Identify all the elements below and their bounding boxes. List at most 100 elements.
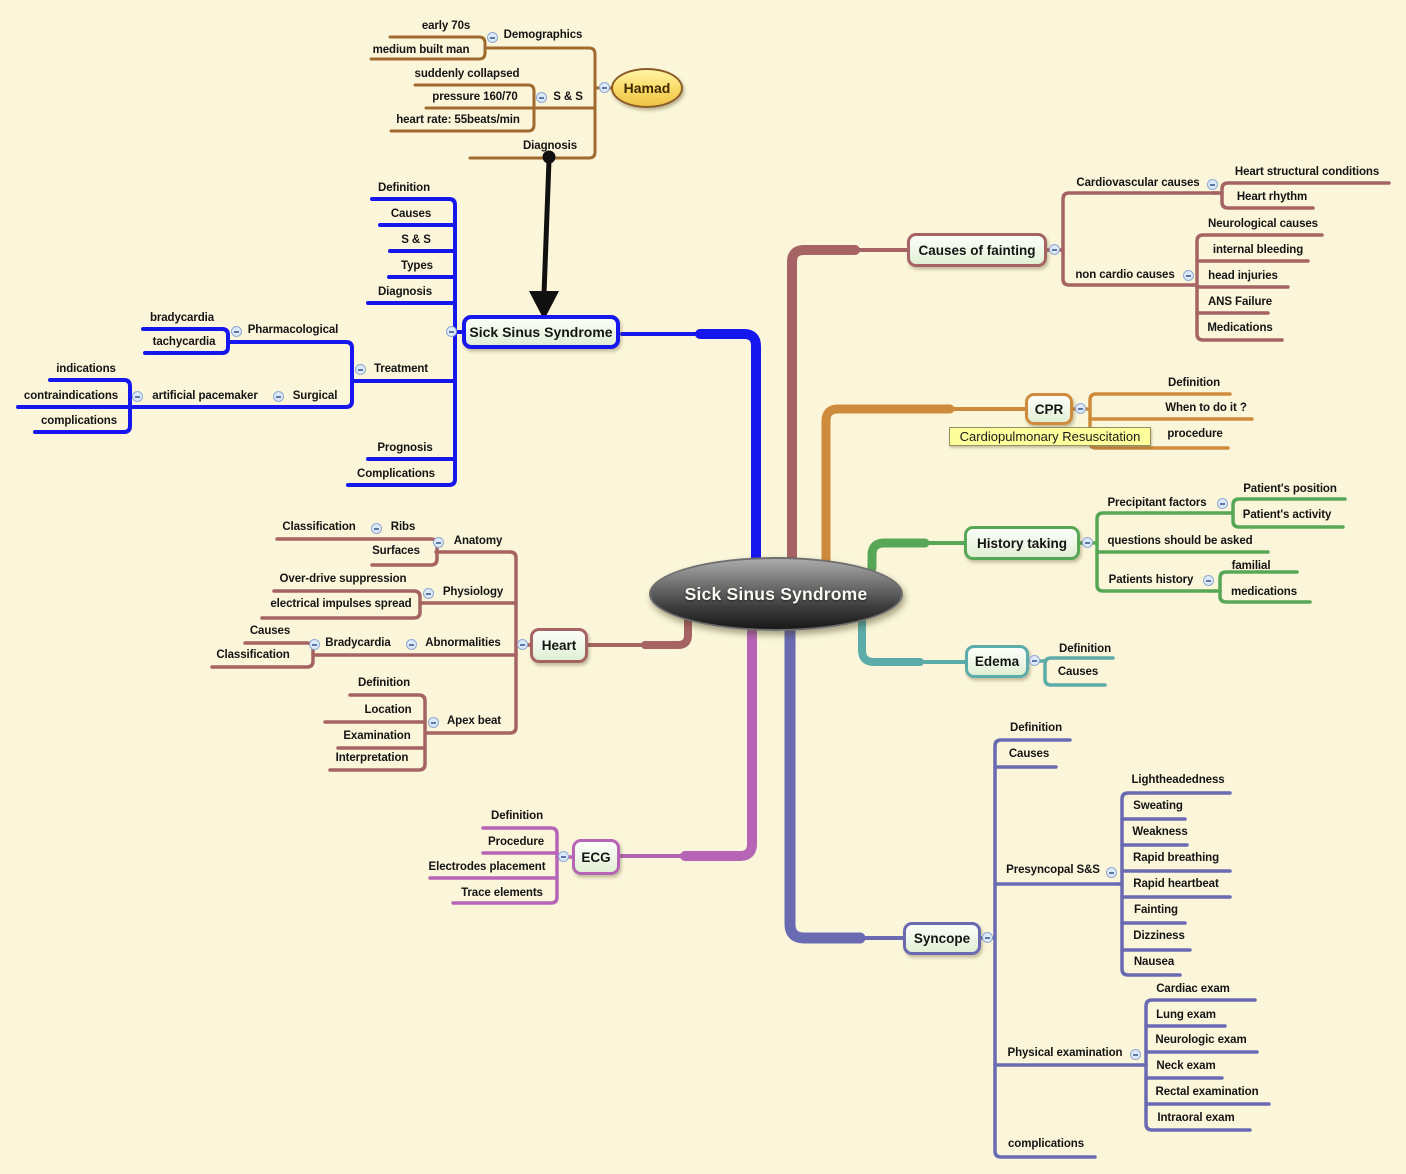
topic-head-injuries[interactable]: head injuries [1208,270,1278,282]
topic-ribs[interactable]: Ribs [390,521,416,533]
collapse-icon[interactable] [1183,270,1194,281]
topic-contraindications[interactable]: contraindications [23,390,119,402]
collapse-icon[interactable] [1075,403,1086,414]
topic-physical-examination[interactable]: Physical examination [1007,1047,1123,1059]
topic-patients-history[interactable]: Patients history [1108,574,1194,586]
central-topic[interactable]: Sick Sinus Syndrome [649,557,903,631]
topic-trace-elements[interactable]: Trace elements [461,887,543,899]
collapse-icon[interactable] [1217,498,1228,509]
topic-medications-fainting[interactable]: Medications [1207,322,1273,334]
topic-dizziness[interactable]: Dizziness [1133,930,1185,942]
topic-ans-failure[interactable]: ANS Failure [1207,296,1273,308]
topic-sss-types[interactable]: Types [401,260,433,272]
topic-artificial-pacemaker[interactable]: artificial pacemaker [152,390,258,402]
topic-ecg-procedure[interactable]: Procedure [488,836,544,848]
topic-sss-complications[interactable]: Complications [357,468,435,480]
topic-edema-causes[interactable]: Causes [1057,666,1099,678]
topic-lightheadedness[interactable]: Lightheadedness [1131,774,1225,786]
collapse-icon[interactable] [1203,575,1214,586]
topic-prognosis[interactable]: Prognosis [377,442,433,454]
collapse-icon[interactable] [446,326,457,337]
topic-electrodes-placement[interactable]: Electrodes placement [428,861,546,873]
topic-pressure[interactable]: pressure 160/70 [432,91,518,103]
collapse-icon[interactable] [371,523,382,534]
collapse-icon[interactable] [1082,537,1093,548]
collapse-icon[interactable] [273,391,284,402]
collapse-icon[interactable] [558,851,569,862]
topic-syncope-complications[interactable]: complications [1007,1138,1085,1150]
topic-heart-rate[interactable]: heart rate: 55beats/min [396,114,520,126]
collapse-icon[interactable] [309,639,320,650]
topic-pharmacological[interactable]: Pharmacological [247,324,339,336]
collapse-icon[interactable] [132,391,143,402]
topic-heart-rhythm[interactable]: Heart rhythm [1236,191,1308,203]
topic-sss-causes[interactable]: Causes [390,208,432,220]
topic-syncope-definition[interactable]: Definition [1009,722,1063,734]
topic-patients-position[interactable]: Patient's position [1243,483,1337,495]
topic-neurological-causes[interactable]: Neurological causes [1208,218,1318,230]
topic-sss-diagnosis[interactable]: Diagnosis [377,286,433,298]
topic-cpr[interactable]: CPR [1025,393,1073,425]
topic-apex-beat[interactable]: Apex beat [446,715,502,727]
topic-ecg-definition[interactable]: Definition [490,810,544,822]
topic-neurologic-exam[interactable]: Neurologic exam [1155,1034,1247,1046]
topic-heart[interactable]: Heart [530,628,588,663]
collapse-icon[interactable] [1130,1049,1141,1060]
topic-suddenly-collapsed[interactable]: suddenly collapsed [414,68,520,80]
topic-causes-of-fainting[interactable]: Causes of fainting [907,233,1047,267]
collapse-icon[interactable] [517,639,528,650]
topic-questions-asked[interactable]: questions should be asked [1107,535,1253,547]
collapse-icon[interactable] [428,717,439,728]
topic-hamad-diagnosis[interactable]: Diagnosis [522,140,578,152]
topic-intraoral-exam[interactable]: Intraoral exam [1157,1112,1235,1124]
topic-patients-activity[interactable]: Patient's activity [1242,509,1332,521]
topic-weakness[interactable]: Weakness [1132,826,1188,838]
topic-cpr-procedure[interactable]: procedure [1167,428,1223,440]
collapse-icon[interactable] [1106,867,1117,878]
topic-familial[interactable]: familial [1231,560,1271,572]
topic-apex-definition[interactable]: Definition [357,677,411,689]
collapse-icon[interactable] [982,932,993,943]
topic-cpr-definition[interactable]: Definition [1167,377,1221,389]
topic-anatomy[interactable]: Anatomy [453,535,503,547]
topic-medications-history[interactable]: medications [1230,586,1298,598]
topic-neck-exam[interactable]: Neck exam [1156,1060,1216,1072]
topic-overdrive-suppression[interactable]: Over-drive suppression [279,573,407,585]
topic-edema-definition[interactable]: Definition [1058,643,1112,655]
topic-sss-ss[interactable]: S & S [401,234,431,246]
collapse-icon[interactable] [487,32,498,43]
topic-lung-exam[interactable]: Lung exam [1156,1009,1216,1021]
topic-electrical-impulses[interactable]: electrical impulses spread [270,598,412,610]
topic-rectal-examination[interactable]: Rectal examination [1155,1086,1259,1098]
topic-early-70s[interactable]: early 70s [421,20,471,32]
collapse-icon[interactable] [599,82,610,93]
collapse-icon[interactable] [231,326,242,337]
topic-bradycardia[interactable]: Bradycardia [325,637,391,649]
collapse-icon[interactable] [355,364,366,375]
topic-bradycardia-rx[interactable]: bradycardia [149,312,215,324]
topic-hamad[interactable]: Hamad [611,68,683,108]
collapse-icon[interactable] [433,537,444,548]
topic-hamad-ss[interactable]: S & S [553,91,583,103]
topic-pacemaker-complications[interactable]: complications [40,415,118,427]
topic-cardiac-exam[interactable]: Cardiac exam [1156,983,1230,995]
topic-physiology[interactable]: Physiology [442,586,504,598]
topic-sick-sinus-syndrome[interactable]: Sick Sinus Syndrome [462,315,620,349]
topic-apex-interpretation[interactable]: Interpretation [335,752,409,764]
collapse-icon[interactable] [423,588,434,599]
topic-apex-examination[interactable]: Examination [343,730,411,742]
collapse-icon[interactable] [1049,244,1060,255]
topic-bradycardia-causes[interactable]: Causes [249,625,291,637]
topic-indications[interactable]: indications [56,363,116,375]
topic-tachycardia-rx[interactable]: tachycardia [152,336,216,348]
topic-surfaces[interactable]: Surfaces [372,545,420,557]
topic-syncope[interactable]: Syncope [903,922,981,955]
topic-apex-location[interactable]: Location [364,704,412,716]
topic-nausea[interactable]: Nausea [1133,956,1175,968]
collapse-icon[interactable] [406,639,417,650]
topic-syncope-causes[interactable]: Causes [1008,748,1050,760]
collapse-icon[interactable] [1207,179,1218,190]
topic-heart-structural[interactable]: Heart structural conditions [1234,166,1380,178]
topic-internal-bleeding[interactable]: internal bleeding [1212,244,1304,256]
topic-bradycardia-classification[interactable]: Classification [216,649,290,661]
